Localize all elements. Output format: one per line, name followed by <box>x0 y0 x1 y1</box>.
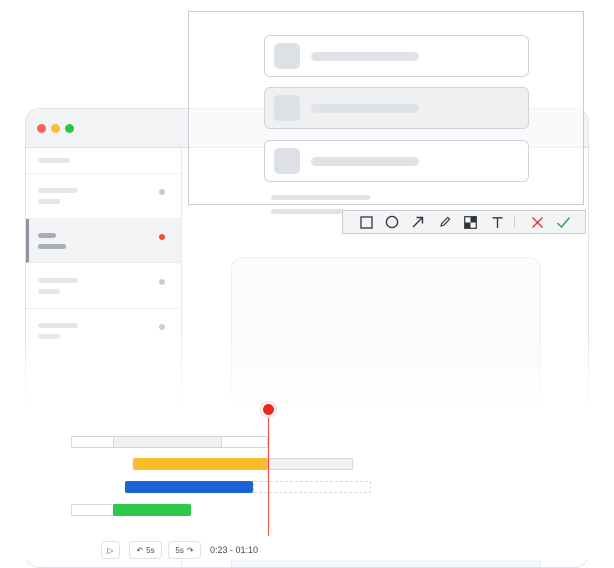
card-thumbnail-placeholder <box>274 148 300 174</box>
forward-label: 5s <box>175 545 184 555</box>
circle-tool-button[interactable] <box>383 214 401 230</box>
item-title-placeholder <box>38 278 78 283</box>
rectangle-tool-button[interactable] <box>357 214 375 230</box>
pencil-icon <box>440 216 451 227</box>
text-tool-button[interactable] <box>488 214 506 230</box>
timeline-clip-green[interactable] <box>113 504 191 516</box>
confirm-icon <box>556 216 570 228</box>
text-placeholder <box>271 209 343 214</box>
read-indicator <box>159 189 165 195</box>
timeline-track-3-empty[interactable] <box>253 481 371 493</box>
list-card-highlighted[interactable] <box>264 87 529 129</box>
timecode: 0:23 - 01:10 <box>210 545 259 555</box>
card-text-placeholder <box>311 52 419 61</box>
timeline-clip-blue[interactable] <box>125 481 253 493</box>
sidebar-item-active[interactable] <box>26 219 181 263</box>
forward-icon: ↷ <box>186 545 194 555</box>
rewind-label: 5s <box>146 545 155 555</box>
toolbar-separator <box>514 216 515 228</box>
rewind-icon: ↶ <box>136 545 144 555</box>
maximize-window-button[interactable] <box>65 124 74 133</box>
circle-icon <box>385 215 399 229</box>
item-subtitle-placeholder <box>38 244 66 249</box>
play-icon: ▷ <box>107 545 114 555</box>
item-subtitle-placeholder <box>38 199 60 204</box>
card-text-placeholder <box>311 104 419 113</box>
pixelate-icon <box>463 215 477 229</box>
card-thumbnail-placeholder <box>274 43 300 69</box>
confirm-button[interactable] <box>554 214 572 230</box>
list-card[interactable] <box>264 35 529 77</box>
item-title-placeholder <box>38 233 56 238</box>
arrow-icon <box>412 216 424 228</box>
forward-5s-button[interactable]: 5s ↷ <box>168 541 201 559</box>
item-title-placeholder <box>38 188 78 193</box>
read-indicator <box>159 324 165 330</box>
item-title-placeholder <box>38 323 78 328</box>
annotation-toolbar <box>342 210 586 234</box>
text-placeholder <box>271 195 370 200</box>
sidebar-item[interactable] <box>26 174 181 219</box>
rectangle-icon <box>359 215 373 229</box>
card-text-placeholder <box>311 157 419 166</box>
timeline-clip-yellow[interactable] <box>133 458 268 470</box>
sidebar-header-placeholder <box>38 158 70 163</box>
close-window-button[interactable] <box>37 124 46 133</box>
text-icon <box>492 216 502 228</box>
rewind-5s-button[interactable]: ↶ 5s <box>129 541 162 559</box>
arrow-tool-button[interactable] <box>409 214 427 230</box>
sidebar-item[interactable] <box>26 264 181 309</box>
timeline-clip-gray-right[interactable] <box>268 458 353 470</box>
cancel-icon <box>531 216 543 228</box>
card-thumbnail-placeholder <box>274 95 300 121</box>
unread-indicator <box>159 234 165 240</box>
read-indicator <box>159 279 165 285</box>
pencil-tool-button[interactable] <box>436 214 454 230</box>
pixelate-tool-button[interactable] <box>461 214 479 230</box>
list-card[interactable] <box>264 140 529 182</box>
minimize-window-button[interactable] <box>51 124 60 133</box>
play-button[interactable]: ▷ <box>101 541 120 559</box>
item-subtitle-placeholder <box>38 289 60 294</box>
playhead-handle[interactable] <box>263 404 274 415</box>
timeline-clip-gray[interactable] <box>113 436 222 448</box>
playhead-line <box>268 412 269 536</box>
sidebar-divider <box>26 173 181 174</box>
cancel-button[interactable] <box>528 214 546 230</box>
